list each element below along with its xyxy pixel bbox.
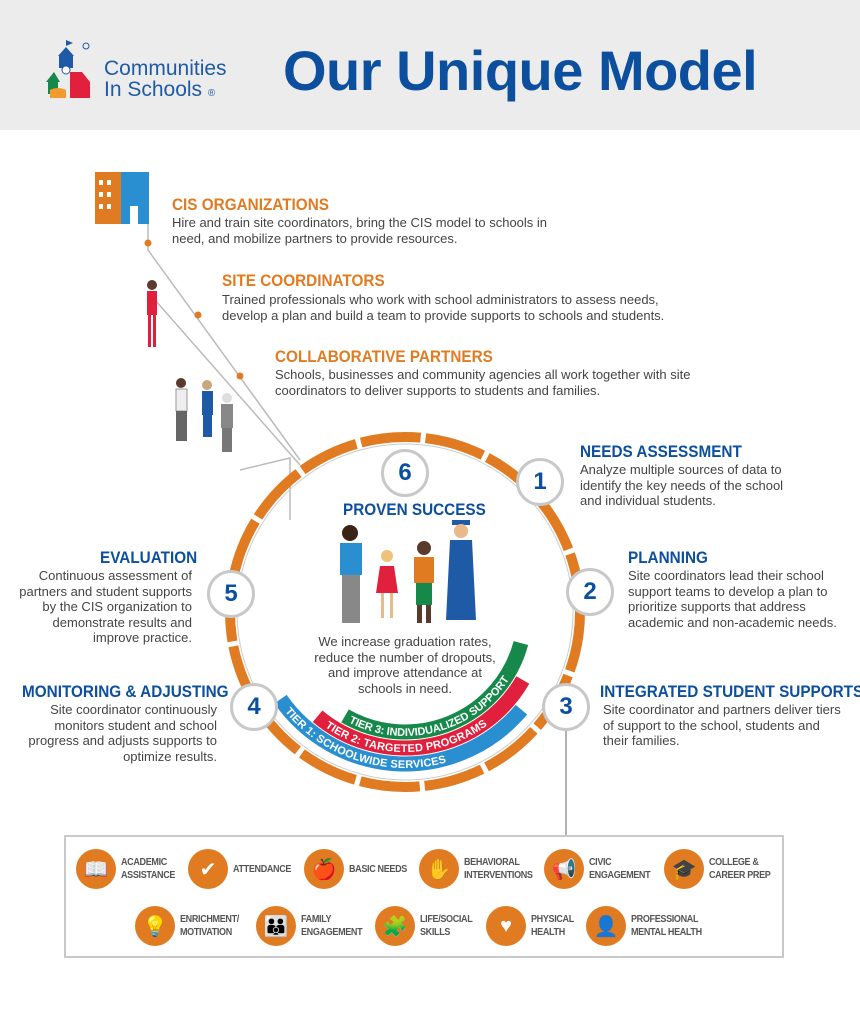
services-box [64, 835, 784, 958]
megaphone-icon: 📢 [544, 849, 584, 889]
service-item: 🎓COLLEGE & CAREER PREP [664, 849, 780, 889]
step-text: Site coordinator and partners deliver ti… [603, 702, 841, 748]
step-title: NEEDS ASSESSMENT [580, 442, 742, 461]
connector-line [239, 457, 291, 520]
step-number-2: 2 [566, 568, 614, 616]
step-title: PROVEN SUCCESS [343, 500, 486, 519]
family-icon: 👪 [256, 906, 296, 946]
logo-line-2: In Schools [104, 78, 203, 101]
dot-marker [144, 239, 152, 247]
role-title: COLLABORATIVE PARTNERS [275, 347, 493, 366]
service-item: ♥PHYSICAL HEALTH [486, 906, 581, 946]
role-title: CIS ORGANIZATIONS [172, 195, 329, 214]
registered-mark: ® [207, 88, 216, 99]
step-text: We increase graduation rates, reduce the… [314, 634, 496, 696]
lightbulb-icon: 💡 [135, 906, 175, 946]
book-icon: 📖 [76, 849, 116, 889]
page-title: Our Unique Model [283, 39, 758, 102]
connector-line [154, 299, 301, 466]
dot-marker [236, 372, 244, 380]
step-title: INTEGRATED STUDENT SUPPORTS [600, 682, 860, 701]
head-icon: 👤 [586, 906, 626, 946]
lunchbox-icon: 🍎 [304, 849, 344, 889]
step-title: EVALUATION [100, 548, 198, 567]
step-title: PLANNING [628, 548, 708, 567]
building-illustration [95, 172, 149, 224]
role-title: SITE COORDINATORS [222, 271, 385, 290]
students-illustration [340, 520, 476, 623]
hands-icon: ✋ [419, 849, 459, 889]
step-text: Analyze multiple sources of data to iden… [580, 462, 784, 508]
service-item: 📖ACADEMIC ASSISTANCE [76, 849, 184, 889]
service-item: 👪FAMILY ENGAGEMENT [256, 906, 372, 946]
service-item: 🧩LIFE/SOCIAL SKILLS [375, 906, 481, 946]
step-number-1: 1 [516, 458, 564, 506]
role-text: Schools, businesses and community agenci… [275, 367, 691, 398]
step-number-3: 3 [542, 683, 590, 731]
graduation-cap-icon: 🎓 [664, 849, 704, 889]
partners-illustration [175, 378, 233, 452]
step-number-4: 4 [230, 683, 278, 731]
connector-line [147, 220, 301, 461]
step-number-5: 5 [207, 570, 255, 618]
service-item: 💡ENRICHMENT/ MOTIVATION [135, 906, 249, 946]
site-coordinator-illustration [147, 280, 157, 347]
heart-icon: ♥ [486, 906, 526, 946]
service-item: ✋BEHAVIORAL INTERVENTIONS [419, 849, 544, 889]
service-item: 🍎BASIC NEEDS [304, 849, 416, 889]
dot-marker [194, 311, 202, 319]
role-text: Trained professionals who work with scho… [222, 292, 665, 323]
logo-icon [46, 40, 90, 98]
step-number-6: 6 [381, 449, 429, 497]
service-item: ✔ATTENDANCE [188, 849, 301, 889]
step-text: Site coordinator continuously monitors s… [28, 702, 217, 764]
logo-line-1: Communities [104, 57, 227, 80]
step-title: MONITORING & ADJUSTING [22, 682, 229, 701]
header: Communities In Schools ® Our Unique Mode… [0, 0, 860, 130]
step-text: Continuous assessment of partners and st… [19, 568, 192, 645]
puzzle-icon: 🧩 [375, 906, 415, 946]
service-item: 📢CIVIC ENGAGEMENT [544, 849, 660, 889]
role-text: Hire and train site coordinators, bring … [172, 215, 548, 246]
checkmark-icon: ✔ [188, 849, 228, 889]
logo-text: Communities In Schools ® [104, 58, 227, 104]
step-text: Site coordinators lead their school supp… [628, 568, 837, 630]
service-item: 👤PROFESSIONAL MENTAL HEALTH [586, 906, 713, 946]
